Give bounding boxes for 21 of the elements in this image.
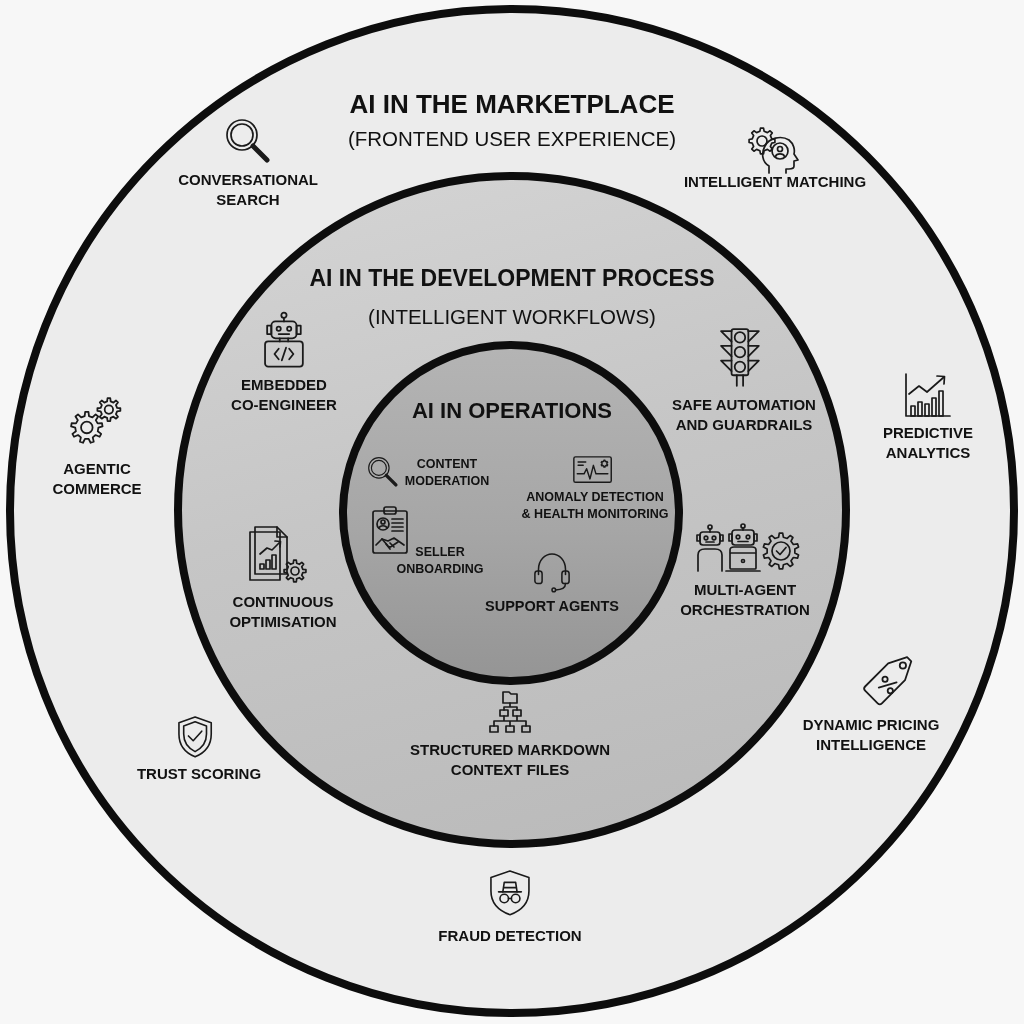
section-subtitle: (INTELLIGENT WORKFLOWS) — [368, 304, 656, 330]
capability-label: EMBEDDED CO-ENGINEER — [230, 375, 338, 415]
capability-label: DYNAMIC PRICING INTELLIGENCE — [801, 715, 941, 755]
capability-label: CONTINUOUS OPTIMISATION — [228, 592, 338, 632]
capability-label: PREDICTIVE ANALYTICS — [882, 423, 974, 463]
capability-label: TRUST SCORING — [136, 764, 262, 784]
capability-label: STRUCTURED MARKDOWN CONTEXT FILES — [409, 740, 611, 780]
capability-label: AGENTIC COMMERCE — [51, 459, 143, 499]
section-title: AI IN THE MARKETPLACE — [349, 88, 675, 120]
capability-label: CONTENT MODERATION — [403, 456, 491, 490]
capability-label: CONVERSATIONAL SEARCH — [177, 170, 319, 210]
capability-label: SELLER ONBOARDING — [395, 544, 485, 578]
capability-label: MULTI-AGENT ORCHESTRATION — [679, 580, 811, 620]
capability-label: INTELLIGENT MATCHING — [683, 172, 867, 192]
capability-label: FRAUD DETECTION — [438, 926, 582, 946]
section-title: AI IN THE DEVELOPMENT PROCESS — [309, 264, 715, 292]
section-subtitle: (FRONTEND USER EXPERIENCE) — [347, 126, 677, 152]
section-title: AI IN OPERATIONS — [411, 398, 613, 424]
capability-label: ANOMALY DETECTION & HEALTH MONITORING — [520, 489, 670, 523]
capability-label: SAFE AUTOMATION AND GUARDRAILS — [671, 395, 817, 435]
capability-label: SUPPORT AGENTS — [485, 597, 619, 615]
